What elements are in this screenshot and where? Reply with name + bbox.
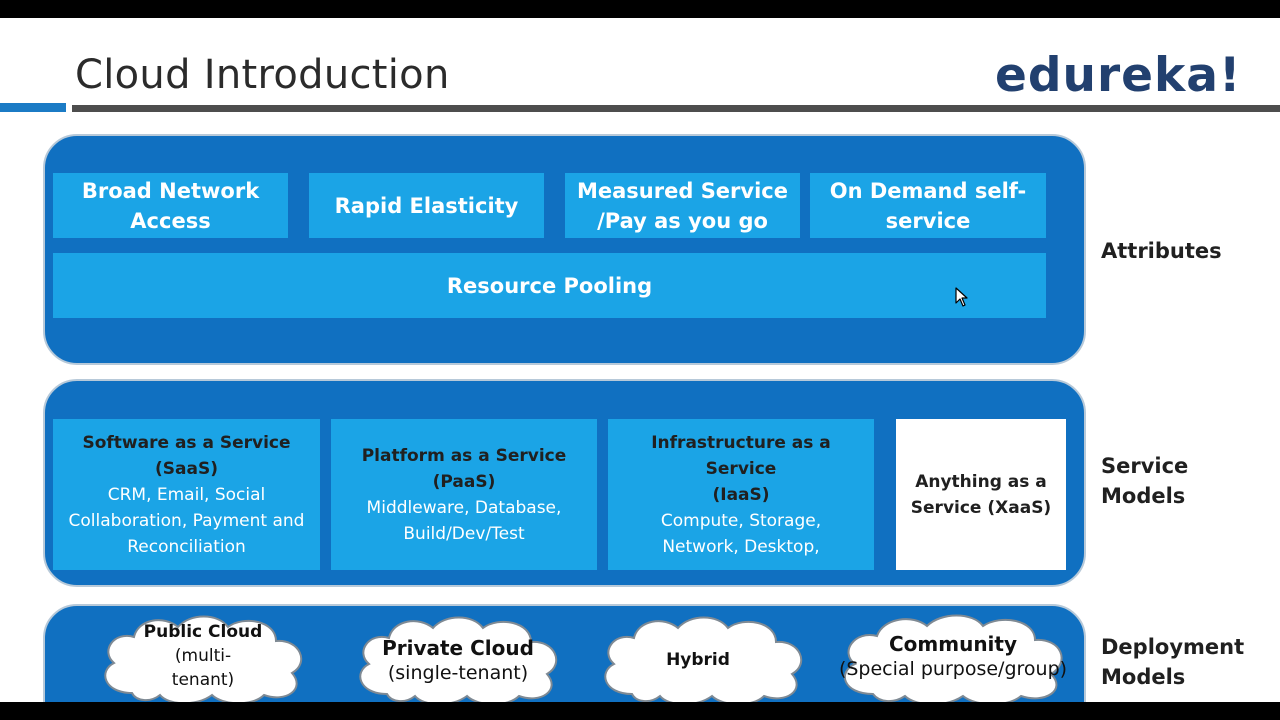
cloud-hybrid: Hybrid	[592, 614, 814, 702]
title-rule	[72, 105, 1280, 112]
cloud-shape-icon	[844, 614, 1063, 702]
cloud-community-name: Community	[888, 631, 1018, 656]
attribute-broad-network-access: Broad Network Access	[53, 173, 288, 238]
mouse-pointer-icon	[955, 287, 969, 312]
cloud-public-sub: (multi-tenant)	[171, 645, 235, 690]
service-xaas: Anything as a Service (XaaS)	[896, 419, 1066, 570]
service-paas: Platform as a Service (PaaS) Middleware,…	[331, 419, 597, 570]
label-deployment-models-line2: Models	[1101, 665, 1186, 689]
attributes-panel	[43, 134, 1086, 365]
service-iaas-abbr: (IaaS)	[712, 484, 770, 505]
label-deployment-models-line1: Deployment	[1101, 635, 1245, 659]
attribute-on-demand-self-service: On Demand self-service	[810, 173, 1046, 238]
cloud-private: Private Cloud (single-tenant)	[347, 614, 569, 702]
cloud-public-name: Public Cloud	[143, 621, 263, 642]
attribute-resource-pooling: Resource Pooling	[53, 253, 1046, 318]
attribute-measured-service: Measured Service /Pay as you go	[565, 173, 800, 238]
title-rule-accent	[0, 103, 66, 112]
service-iaas-name: Infrastructure as a Service	[651, 432, 831, 479]
cloud-private-name: Private Cloud	[382, 636, 534, 660]
cloud-shape-icon	[604, 616, 803, 702]
cloud-community: Community (Special purpose/group)	[833, 612, 1073, 702]
cloud-private-sub: (single-tenant)	[387, 662, 529, 684]
cloud-community-sub: (Special purpose/group)	[838, 657, 1068, 680]
service-saas-name: Software as a Service	[82, 432, 291, 453]
service-paas-name: Platform as a Service	[361, 445, 567, 466]
service-iaas-desc: Compute, Storage, Network, Desktop,	[660, 510, 822, 557]
slide-title: Cloud Introduction	[75, 52, 450, 98]
label-service-models-line2: Models	[1101, 484, 1186, 508]
service-iaas: Infrastructure as a Service (IaaS) Compu…	[608, 419, 874, 570]
label-attributes: Attributes	[1101, 239, 1222, 263]
label-service-models-line1: Service	[1101, 454, 1189, 478]
service-paas-desc: Middleware, Database, Build/Dev/Test	[366, 497, 562, 544]
cloud-public: Public Cloud (multi-tenant)	[92, 611, 314, 702]
attribute-rapid-elasticity: Rapid Elasticity	[309, 173, 544, 238]
service-saas: Software as a Service (SaaS) CRM, Email,…	[53, 419, 320, 570]
service-paas-abbr: (PaaS)	[432, 471, 496, 492]
service-saas-abbr: (SaaS)	[155, 458, 218, 479]
service-xaas-name: Anything as a Service (XaaS)	[910, 471, 1052, 518]
cloud-shape-icon	[359, 616, 558, 702]
service-saas-desc: CRM, Email, Social Collaboration, Paymen…	[68, 484, 305, 557]
cloud-shape-icon	[104, 615, 303, 702]
slide: Cloud Introduction edureka! Broad Networ…	[0, 18, 1280, 702]
cloud-hybrid-name: Hybrid	[666, 650, 730, 670]
edureka-logo: edureka!	[995, 48, 1242, 103]
